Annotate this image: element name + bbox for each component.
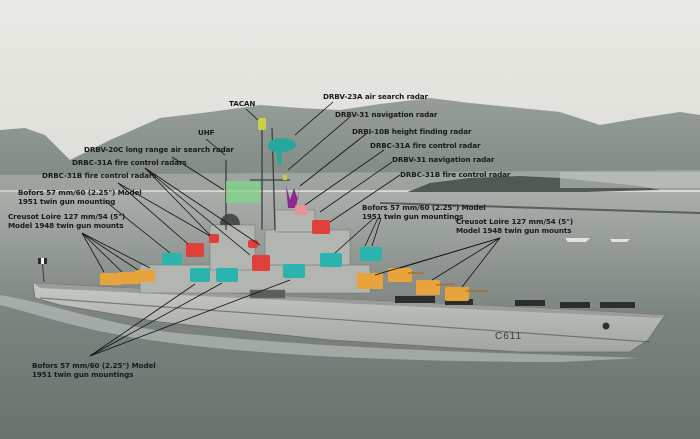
label-drbc31b-left: DRBC-31B fire control radars: [42, 171, 157, 180]
label-bofors-bottom: Bofors 57 mm/60 (2.25") Model 1951 twin …: [32, 361, 156, 379]
label-drbv20c: DRBV-20C long range air search radar: [84, 145, 234, 154]
headland: [400, 176, 660, 197]
label-creusot-left: Creusot Loire 127 mm/54 (5") Model 1948 …: [8, 212, 125, 230]
drbi10b-radar: [286, 185, 300, 208]
label-drbc31a-right: DRBC-31A fire control radar: [370, 141, 481, 150]
label-drbv31-top: DRBV-31 navigation radar: [335, 110, 438, 119]
label-creusot-right: Creusot Loire 127 mm/54 (5") Model 1948 …: [456, 217, 573, 235]
label-drbv31-right: DRBV-31 navigation radar: [392, 155, 495, 164]
label-tacan: TACAN: [229, 99, 256, 108]
drbv20c-radar: [226, 181, 260, 203]
label-drbc31b-right: DRBC-31B fire control radar: [400, 170, 511, 179]
label-bofors-left: Bofors 57 mm/60 (2.25") Model 1951 twin …: [18, 188, 142, 206]
fire-control-radars: [186, 205, 330, 271]
hull-number: C611: [495, 331, 522, 342]
label-uhf: UHF: [198, 128, 215, 137]
label-drbc31a-left: DRBC-31A fire control radars: [72, 158, 187, 167]
label-drbv23a: DRBV-23A air search radar: [323, 92, 428, 101]
label-bofors-mid: Bofors 57 mm/60 (2.25") Model 1951 twin …: [362, 203, 486, 221]
french-flag: [38, 257, 47, 283]
mountains: [0, 98, 700, 190]
drbv23a-radar: [268, 138, 296, 165]
bofors-mounts: [162, 247, 382, 282]
leader-lines: [81, 101, 501, 357]
funnel: [220, 213, 240, 225]
main-gun-mounts: [100, 268, 469, 301]
label-drbi10b: DRBI-10B height finding radar: [352, 127, 472, 136]
drbv31-radar: [283, 175, 287, 180]
crew-lines: [395, 296, 635, 308]
tacan-antenna: [258, 118, 266, 130]
